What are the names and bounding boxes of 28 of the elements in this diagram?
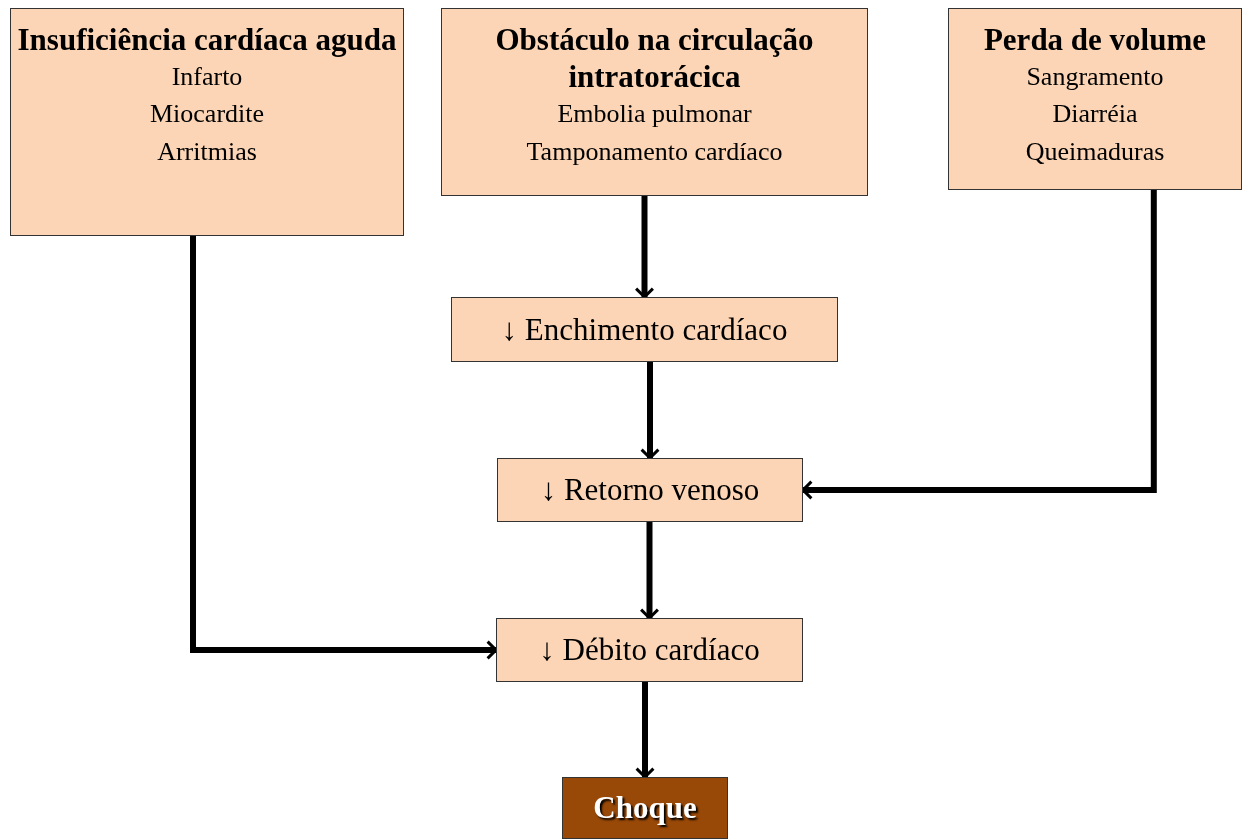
list-item: Tamponamento cardíaco (526, 135, 783, 168)
process-box (451, 297, 838, 362)
arrow (190, 236, 498, 660)
process-box (441, 8, 868, 196)
box-heading: Obstáculo na circulação intratorácica (494, 21, 815, 96)
arrow (635, 682, 655, 779)
arrow (640, 362, 660, 460)
list-item: Diarréia (1052, 98, 1138, 131)
arrow (801, 190, 1157, 500)
arrow (639, 522, 660, 620)
list-item: Miocardite (149, 98, 265, 131)
process-box (496, 618, 803, 682)
list-item: Infarto (171, 61, 243, 94)
outcome-box (562, 777, 728, 839)
box-label: ↓ Enchimento cardíaco (501, 310, 788, 349)
box-heading: Perda de volume (983, 21, 1207, 59)
box-label: Choque (593, 790, 697, 826)
process-box (10, 8, 404, 236)
box-heading: Insuficiência cardíaca aguda (17, 21, 397, 59)
box-label: ↓ Retorno venoso (540, 471, 760, 509)
arrow (634, 196, 655, 299)
list-item: Queimaduras (1025, 135, 1165, 168)
process-box (948, 8, 1242, 190)
list-item: Sangramento (1026, 61, 1164, 94)
box-label: ↓ Débito cardíaco (539, 631, 760, 669)
list-item: Arritmias (157, 135, 257, 168)
process-box (497, 458, 803, 522)
list-item: Embolia pulmonar (557, 98, 752, 131)
